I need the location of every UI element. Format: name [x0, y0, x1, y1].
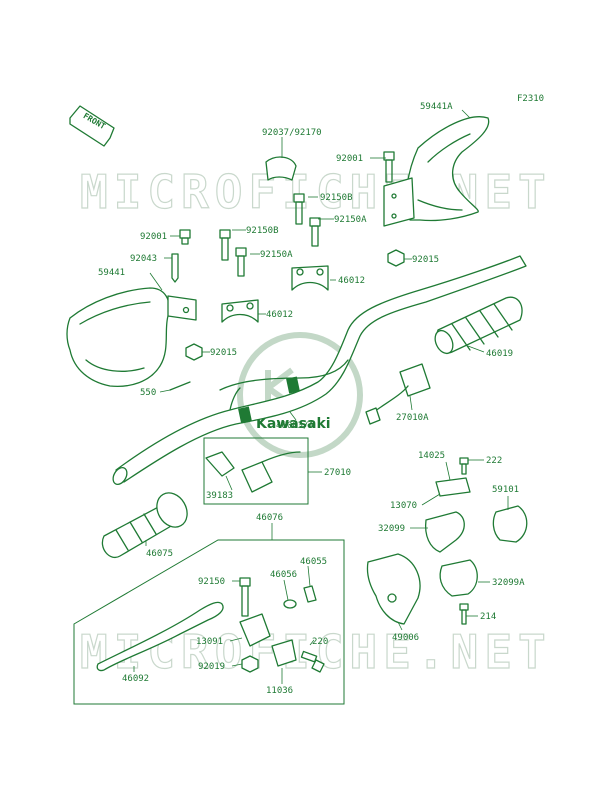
nuts: [185, 249, 405, 673]
part-labels: 59441A 92037/92170 92001 92150B 92150A 9…: [98, 102, 525, 696]
label-92001-b: 92001: [140, 232, 167, 242]
label-46056: 46056: [270, 570, 297, 580]
label-46012-b: 46012: [266, 310, 293, 320]
pins: [169, 253, 191, 391]
upper-clamps: [221, 156, 329, 323]
right-side-controls: [366, 477, 528, 625]
switch-box: [203, 437, 309, 505]
label-92150B-a: 92150B: [320, 193, 353, 203]
label-46075: 46075: [146, 549, 173, 559]
label-92150A-b: 92150A: [260, 250, 293, 260]
label-92043: 92043: [130, 254, 157, 264]
label-46076: 46076: [256, 513, 283, 523]
label-27010A: 27010A: [396, 413, 429, 423]
right-grip: [434, 296, 523, 355]
label-13091: 13091: [196, 637, 223, 647]
kill-switch: [365, 363, 431, 425]
left-grip: [101, 492, 188, 559]
label-92150B-b: 92150B: [246, 226, 279, 236]
watermark-top: MICROFICHE.NET: [80, 165, 552, 219]
label-11036: 11036: [266, 686, 293, 696]
label-92019: 92019: [198, 662, 225, 672]
label-49006: 49006: [392, 633, 419, 643]
logo-text: Kawasaki: [256, 416, 331, 432]
label-46012-a: 46012: [338, 276, 365, 286]
label-92001-a: 92001: [336, 154, 363, 164]
bolts: [179, 151, 469, 673]
label-39183: 39183: [206, 491, 233, 501]
label-27010: 27010: [324, 468, 351, 478]
label-92037-92170: 92037/92170: [262, 128, 322, 138]
lever-assembly: [73, 539, 345, 705]
label-222: 222: [486, 456, 502, 466]
right-hand-guard: [383, 116, 490, 227]
diagram-code: F2310: [517, 94, 544, 104]
label-59101: 59101: [492, 485, 519, 495]
label-14025: 14025: [418, 451, 445, 461]
label-92015-b: 92015: [210, 348, 237, 358]
label-92150: 92150: [198, 577, 225, 587]
label-46019: 46019: [486, 349, 513, 359]
label-13070: 13070: [390, 501, 417, 511]
label-220: 220: [312, 637, 328, 647]
label-32099A: 32099A: [492, 578, 525, 588]
handlebar: [112, 255, 527, 486]
label-46092: 46092: [122, 674, 149, 684]
label-92150A-a: 92150A: [334, 215, 367, 225]
label-46003A: 46003/A: [276, 421, 315, 431]
label-59441A: 59441A: [420, 102, 453, 112]
label-32099: 32099: [378, 524, 405, 534]
kawasaki-logo: Kawasaki: [237, 332, 363, 458]
watermark-bottom: MICROFICHE.NET: [80, 625, 552, 679]
front-arrow-icon: FRONT: [69, 105, 115, 147]
label-550: 550: [140, 388, 156, 398]
leader-lines: [133, 109, 509, 684]
label-59441: 59441: [98, 268, 125, 278]
left-hand-guard: [66, 287, 197, 388]
label-46055: 46055: [300, 557, 327, 567]
label-214: 214: [480, 612, 496, 622]
label-92015-a: 92015: [412, 255, 439, 265]
